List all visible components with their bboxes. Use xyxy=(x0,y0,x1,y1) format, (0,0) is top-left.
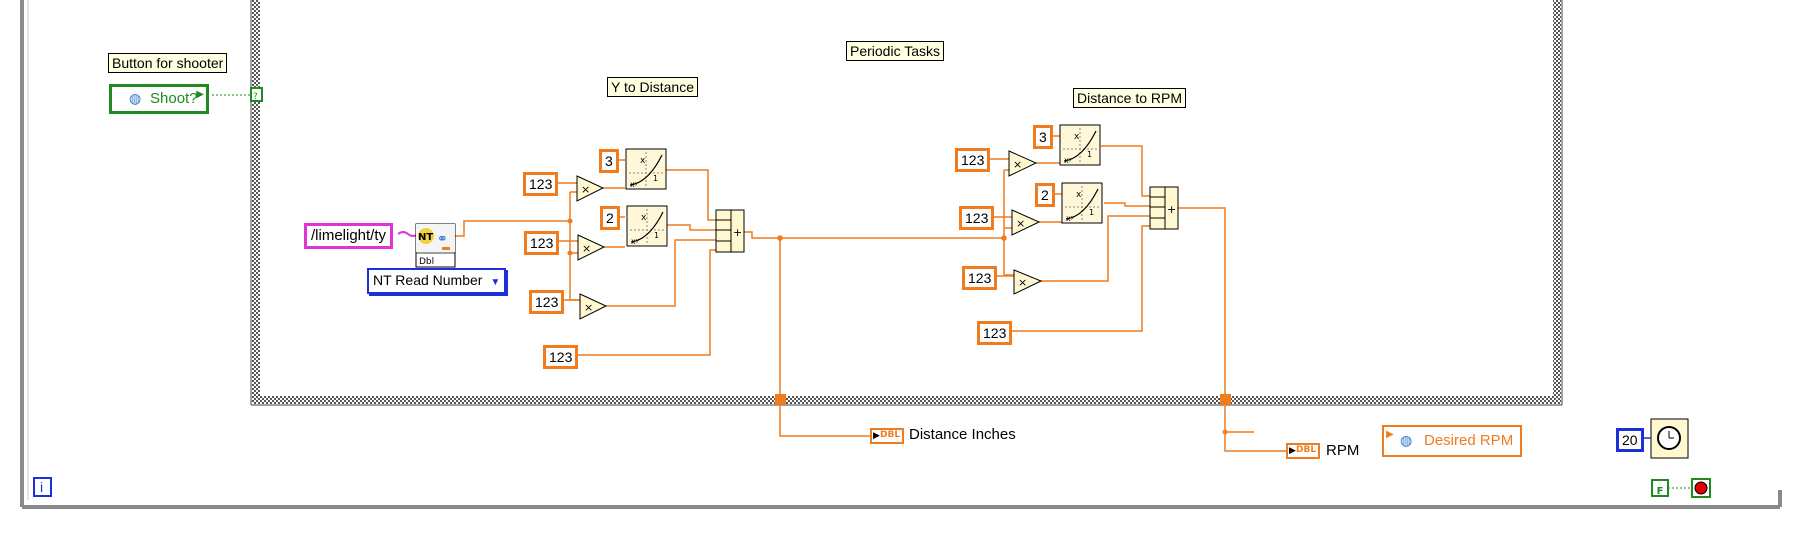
shoot-tunnel xyxy=(250,87,263,102)
exponent-constant[interactable]: 2 xyxy=(1035,183,1055,207)
multiply-node[interactable]: × xyxy=(1013,269,1043,295)
svg-text:×: × xyxy=(584,301,593,314)
coefficient-constant[interactable]: 123 xyxy=(524,231,560,255)
chevron-down-icon: ▼ xyxy=(490,277,501,288)
coefficient-constant[interactable]: 123 xyxy=(959,206,995,230)
outer-while-loop[interactable] xyxy=(20,0,1782,509)
distance-tunnel xyxy=(775,394,786,405)
stop-icon xyxy=(1694,481,1708,495)
string-wire xyxy=(397,231,419,237)
svg-text:?: ? xyxy=(253,92,258,102)
coefficient-constant[interactable]: 123 xyxy=(955,148,991,172)
svg-text:+: + xyxy=(733,226,742,239)
dbl-type-text: DBL xyxy=(1296,445,1317,455)
iteration-terminal-text: i xyxy=(40,479,44,495)
y-to-distance-label: Y to Distance xyxy=(607,77,699,97)
rpm-indicator[interactable]: DBL ▶ xyxy=(1286,443,1320,459)
svg-text:⚭: ⚭ xyxy=(437,232,448,247)
nt-path-constant[interactable]: /limelight/ty xyxy=(304,223,394,249)
globe-icon: ◍ xyxy=(129,90,142,106)
nt-selector-text: NT Read Number xyxy=(373,272,483,288)
coefficient-constant[interactable]: 123 xyxy=(543,345,579,369)
svg-text:×: × xyxy=(1016,217,1025,230)
distance-to-rpm-wires xyxy=(986,135,1286,452)
svg-text:×: × xyxy=(1018,276,1027,289)
iteration-terminal xyxy=(33,477,52,497)
nt-read-number-selector[interactable]: NT Read Number ▼ xyxy=(367,268,507,294)
exponent-constant[interactable]: 3 xyxy=(599,149,619,173)
globe-icon: ◍ xyxy=(1400,432,1413,448)
power-node[interactable] xyxy=(625,148,667,190)
svg-text:×: × xyxy=(581,183,590,196)
compound-add-node[interactable]: + xyxy=(1149,186,1179,230)
nt-icon-text: NT xyxy=(418,232,433,243)
shoot-control-text: Shoot? xyxy=(150,90,198,107)
wait-ms-constant[interactable]: 20 xyxy=(1616,428,1644,452)
distance-inches-indicator[interactable]: DBL ▶ xyxy=(870,428,904,444)
desired-rpm-variable[interactable]: ▶ ◍ Desired RPM xyxy=(1382,425,1522,457)
power-node[interactable] xyxy=(1059,124,1101,166)
rpm-label: RPM xyxy=(1326,442,1360,459)
loop-condition-stop[interactable] xyxy=(1691,478,1711,498)
button-for-shooter-label: Button for shooter xyxy=(108,53,228,73)
svg-text:×: × xyxy=(582,242,591,255)
multiply-node[interactable]: × xyxy=(1008,150,1038,177)
arrow-icon: ▶ xyxy=(1386,429,1394,440)
coefficient-constant[interactable]: 123 xyxy=(523,172,559,196)
arrow-icon: ▶ xyxy=(196,89,204,100)
shoot-button-control[interactable]: Shoot? ◍ ▶ xyxy=(109,84,209,114)
periodic-tasks-label: Periodic Tasks xyxy=(846,41,945,61)
arrow-icon: ▶ xyxy=(1289,445,1296,455)
multiply-node[interactable]: × xyxy=(576,175,605,202)
distance-to-rpm-label: Distance to RPM xyxy=(1073,88,1187,108)
multiply-node[interactable]: × xyxy=(579,293,608,320)
false-text: F xyxy=(1656,486,1664,497)
coefficient-constant[interactable]: 123 xyxy=(977,321,1013,345)
wait-ms-node[interactable] xyxy=(1650,418,1689,459)
y-to-distance-wires xyxy=(455,159,990,437)
dbl-type-text: DBL xyxy=(880,430,901,440)
nt-type-text: Dbl xyxy=(419,257,434,267)
exponent-constant[interactable]: 2 xyxy=(600,206,620,230)
nt-read-vi[interactable]: NT ⚭ Dbl xyxy=(415,223,456,268)
coefficient-constant[interactable]: 123 xyxy=(962,266,998,290)
power-node[interactable] xyxy=(1061,182,1103,224)
rpm-tunnel xyxy=(1220,394,1231,405)
coefficient-constant[interactable]: 123 xyxy=(529,290,565,314)
compound-add-node[interactable]: + xyxy=(715,209,745,253)
arrow-icon: ▶ xyxy=(873,430,880,440)
multiply-node[interactable]: × xyxy=(1011,209,1041,236)
exponent-constant[interactable]: 3 xyxy=(1033,125,1053,149)
distance-inches-label: Distance Inches xyxy=(909,426,1016,443)
periodic-tasks-loop[interactable] xyxy=(250,0,1563,406)
svg-text:+: + xyxy=(1167,203,1176,216)
desired-rpm-text: Desired RPM xyxy=(1424,432,1514,449)
power-node[interactable] xyxy=(626,205,668,247)
svg-text:×: × xyxy=(1013,158,1022,171)
stop-false-constant[interactable]: F xyxy=(1651,479,1669,497)
multiply-node[interactable]: × xyxy=(577,234,606,261)
